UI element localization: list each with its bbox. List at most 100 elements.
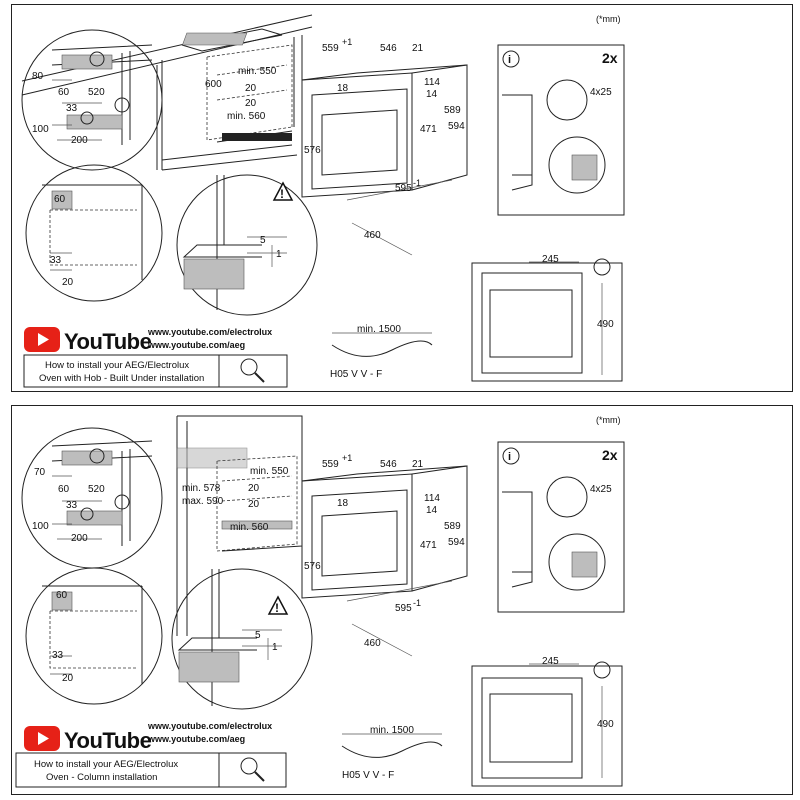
dim-18: 18 bbox=[337, 83, 349, 94]
info-label: i bbox=[508, 54, 511, 66]
warning-icon: ! bbox=[267, 595, 289, 615]
warning-icon: ! bbox=[272, 181, 294, 201]
dim-33b: 33 bbox=[52, 650, 64, 661]
column-cabinet bbox=[176, 415, 303, 636]
cabinet-perspective bbox=[21, 14, 313, 171]
dim-min550: min. 550 bbox=[238, 66, 277, 77]
dim-max590: max. 590 bbox=[182, 496, 224, 507]
video-caption-box bbox=[15, 752, 287, 788]
detail-circle-front bbox=[171, 568, 313, 710]
dim-200: 200 bbox=[71, 533, 88, 544]
dim-595-sup: -1 bbox=[413, 598, 421, 608]
detail-circle-side bbox=[25, 567, 163, 705]
plug-icon bbox=[593, 258, 611, 276]
dim-20a: 20 bbox=[245, 83, 257, 94]
dim-5: 5 bbox=[260, 235, 266, 246]
youtube-wordmark: YouTube bbox=[64, 329, 152, 354]
screw-size: 4x25 bbox=[590, 87, 612, 98]
dim-21: 21 bbox=[412, 459, 424, 470]
dim-21: 21 bbox=[412, 43, 424, 54]
magnifier-icon bbox=[240, 358, 265, 383]
oven-front-box bbox=[471, 258, 623, 382]
cable-min: min. 1500 bbox=[357, 324, 401, 335]
youtube-logo-icon bbox=[24, 327, 60, 352]
dim-245: 245 bbox=[542, 254, 559, 265]
caption-line-2: Oven with Hob - Built Under installation bbox=[39, 373, 204, 384]
dim-20c: 20 bbox=[62, 277, 74, 288]
caption-line-2: Oven - Column installation bbox=[46, 772, 157, 783]
dim-14: 14 bbox=[426, 89, 438, 100]
oven-drawing bbox=[301, 64, 468, 256]
dim-14: 14 bbox=[426, 505, 438, 516]
dim-min578: min. 578 bbox=[182, 483, 221, 494]
dim-595: 595 bbox=[395, 603, 412, 614]
caption-line-1: How to install your AEG/Electrolux bbox=[34, 759, 178, 770]
dim-460: 460 bbox=[364, 638, 381, 649]
oven-front-box bbox=[471, 661, 623, 787]
dim-520: 520 bbox=[88, 87, 105, 98]
dim-5: 5 bbox=[255, 630, 261, 641]
detail-circle-front bbox=[176, 174, 318, 316]
cable-drawing bbox=[341, 733, 443, 758]
svg-text:!: ! bbox=[275, 601, 279, 615]
youtube-logo-icon bbox=[24, 726, 60, 751]
youtube-wordmark: YouTube bbox=[64, 728, 152, 753]
cable-type: H05 V V - F bbox=[342, 770, 394, 781]
dim-min560: min. 560 bbox=[230, 522, 269, 533]
dim-114: 114 bbox=[424, 493, 440, 504]
dim-60b: 60 bbox=[54, 194, 66, 205]
dim-490: 490 bbox=[597, 319, 614, 330]
dim-520: 520 bbox=[88, 484, 105, 495]
info-icon bbox=[502, 50, 520, 68]
cable-min: min. 1500 bbox=[370, 725, 414, 736]
dim-460: 460 bbox=[364, 230, 381, 241]
info-label: i bbox=[508, 451, 511, 463]
unit-note: (*mm) bbox=[596, 14, 621, 24]
dim-589: 589 bbox=[444, 105, 461, 116]
dim-18: 18 bbox=[337, 498, 349, 509]
dim-559-sup: +1 bbox=[342, 37, 352, 47]
dim-20a: 20 bbox=[248, 483, 260, 494]
detail-circle-side bbox=[25, 164, 163, 302]
plug-icon bbox=[593, 661, 611, 679]
dim-114: 114 bbox=[424, 77, 440, 88]
dim-200: 200 bbox=[71, 135, 88, 146]
dim-20b: 20 bbox=[245, 98, 257, 109]
dim-490: 490 bbox=[597, 719, 614, 730]
dim-546: 546 bbox=[380, 43, 397, 54]
fixing-box bbox=[497, 44, 625, 216]
youtube-url-aeg: www.youtube.com/aeg bbox=[147, 340, 245, 350]
info-icon bbox=[502, 447, 520, 465]
dim-576: 576 bbox=[304, 561, 321, 572]
dim-60b: 60 bbox=[56, 590, 68, 601]
detail-circle-rear bbox=[21, 29, 163, 171]
dim-589: 589 bbox=[444, 521, 461, 532]
quantity-label: 2x bbox=[602, 447, 618, 463]
dim-100: 100 bbox=[32, 521, 49, 532]
quantity-label: 2x bbox=[602, 50, 618, 66]
youtube-url-aeg: www.youtube.com/aeg bbox=[147, 734, 245, 744]
dim-559-sup: +1 bbox=[342, 453, 352, 463]
magnifier-icon bbox=[240, 757, 265, 782]
dim-20c: 20 bbox=[62, 673, 74, 684]
dim-1: 1 bbox=[276, 249, 282, 260]
dim-471: 471 bbox=[420, 540, 437, 551]
dim-min550: min. 550 bbox=[250, 466, 289, 477]
dim-471: 471 bbox=[420, 124, 437, 135]
dim-559: 559 bbox=[322, 459, 339, 470]
dim-33a: 33 bbox=[66, 500, 78, 511]
dim-80: 80 bbox=[32, 71, 44, 82]
dim-576: 576 bbox=[304, 145, 321, 156]
dim-245: 245 bbox=[542, 656, 559, 667]
detail-circle-rear bbox=[21, 427, 163, 569]
video-caption-box bbox=[23, 354, 288, 388]
dim-60a: 60 bbox=[58, 87, 70, 98]
dim-70: 70 bbox=[34, 467, 46, 478]
installation-panel-column: (*mm) min. 578 max. 590 min. 550 20 20 m… bbox=[11, 405, 793, 795]
caption-line-1: How to install your AEG/Electrolux bbox=[45, 360, 189, 371]
dim-594: 594 bbox=[448, 121, 465, 132]
screw-size: 4x25 bbox=[590, 484, 612, 495]
installation-diagram: (*mm) min. 578 max. 590 min. 550 20 20 m… bbox=[15, 415, 625, 788]
youtube-url-electrolux: www.youtube.com/electrolux bbox=[147, 327, 272, 337]
fixing-box bbox=[497, 441, 625, 613]
